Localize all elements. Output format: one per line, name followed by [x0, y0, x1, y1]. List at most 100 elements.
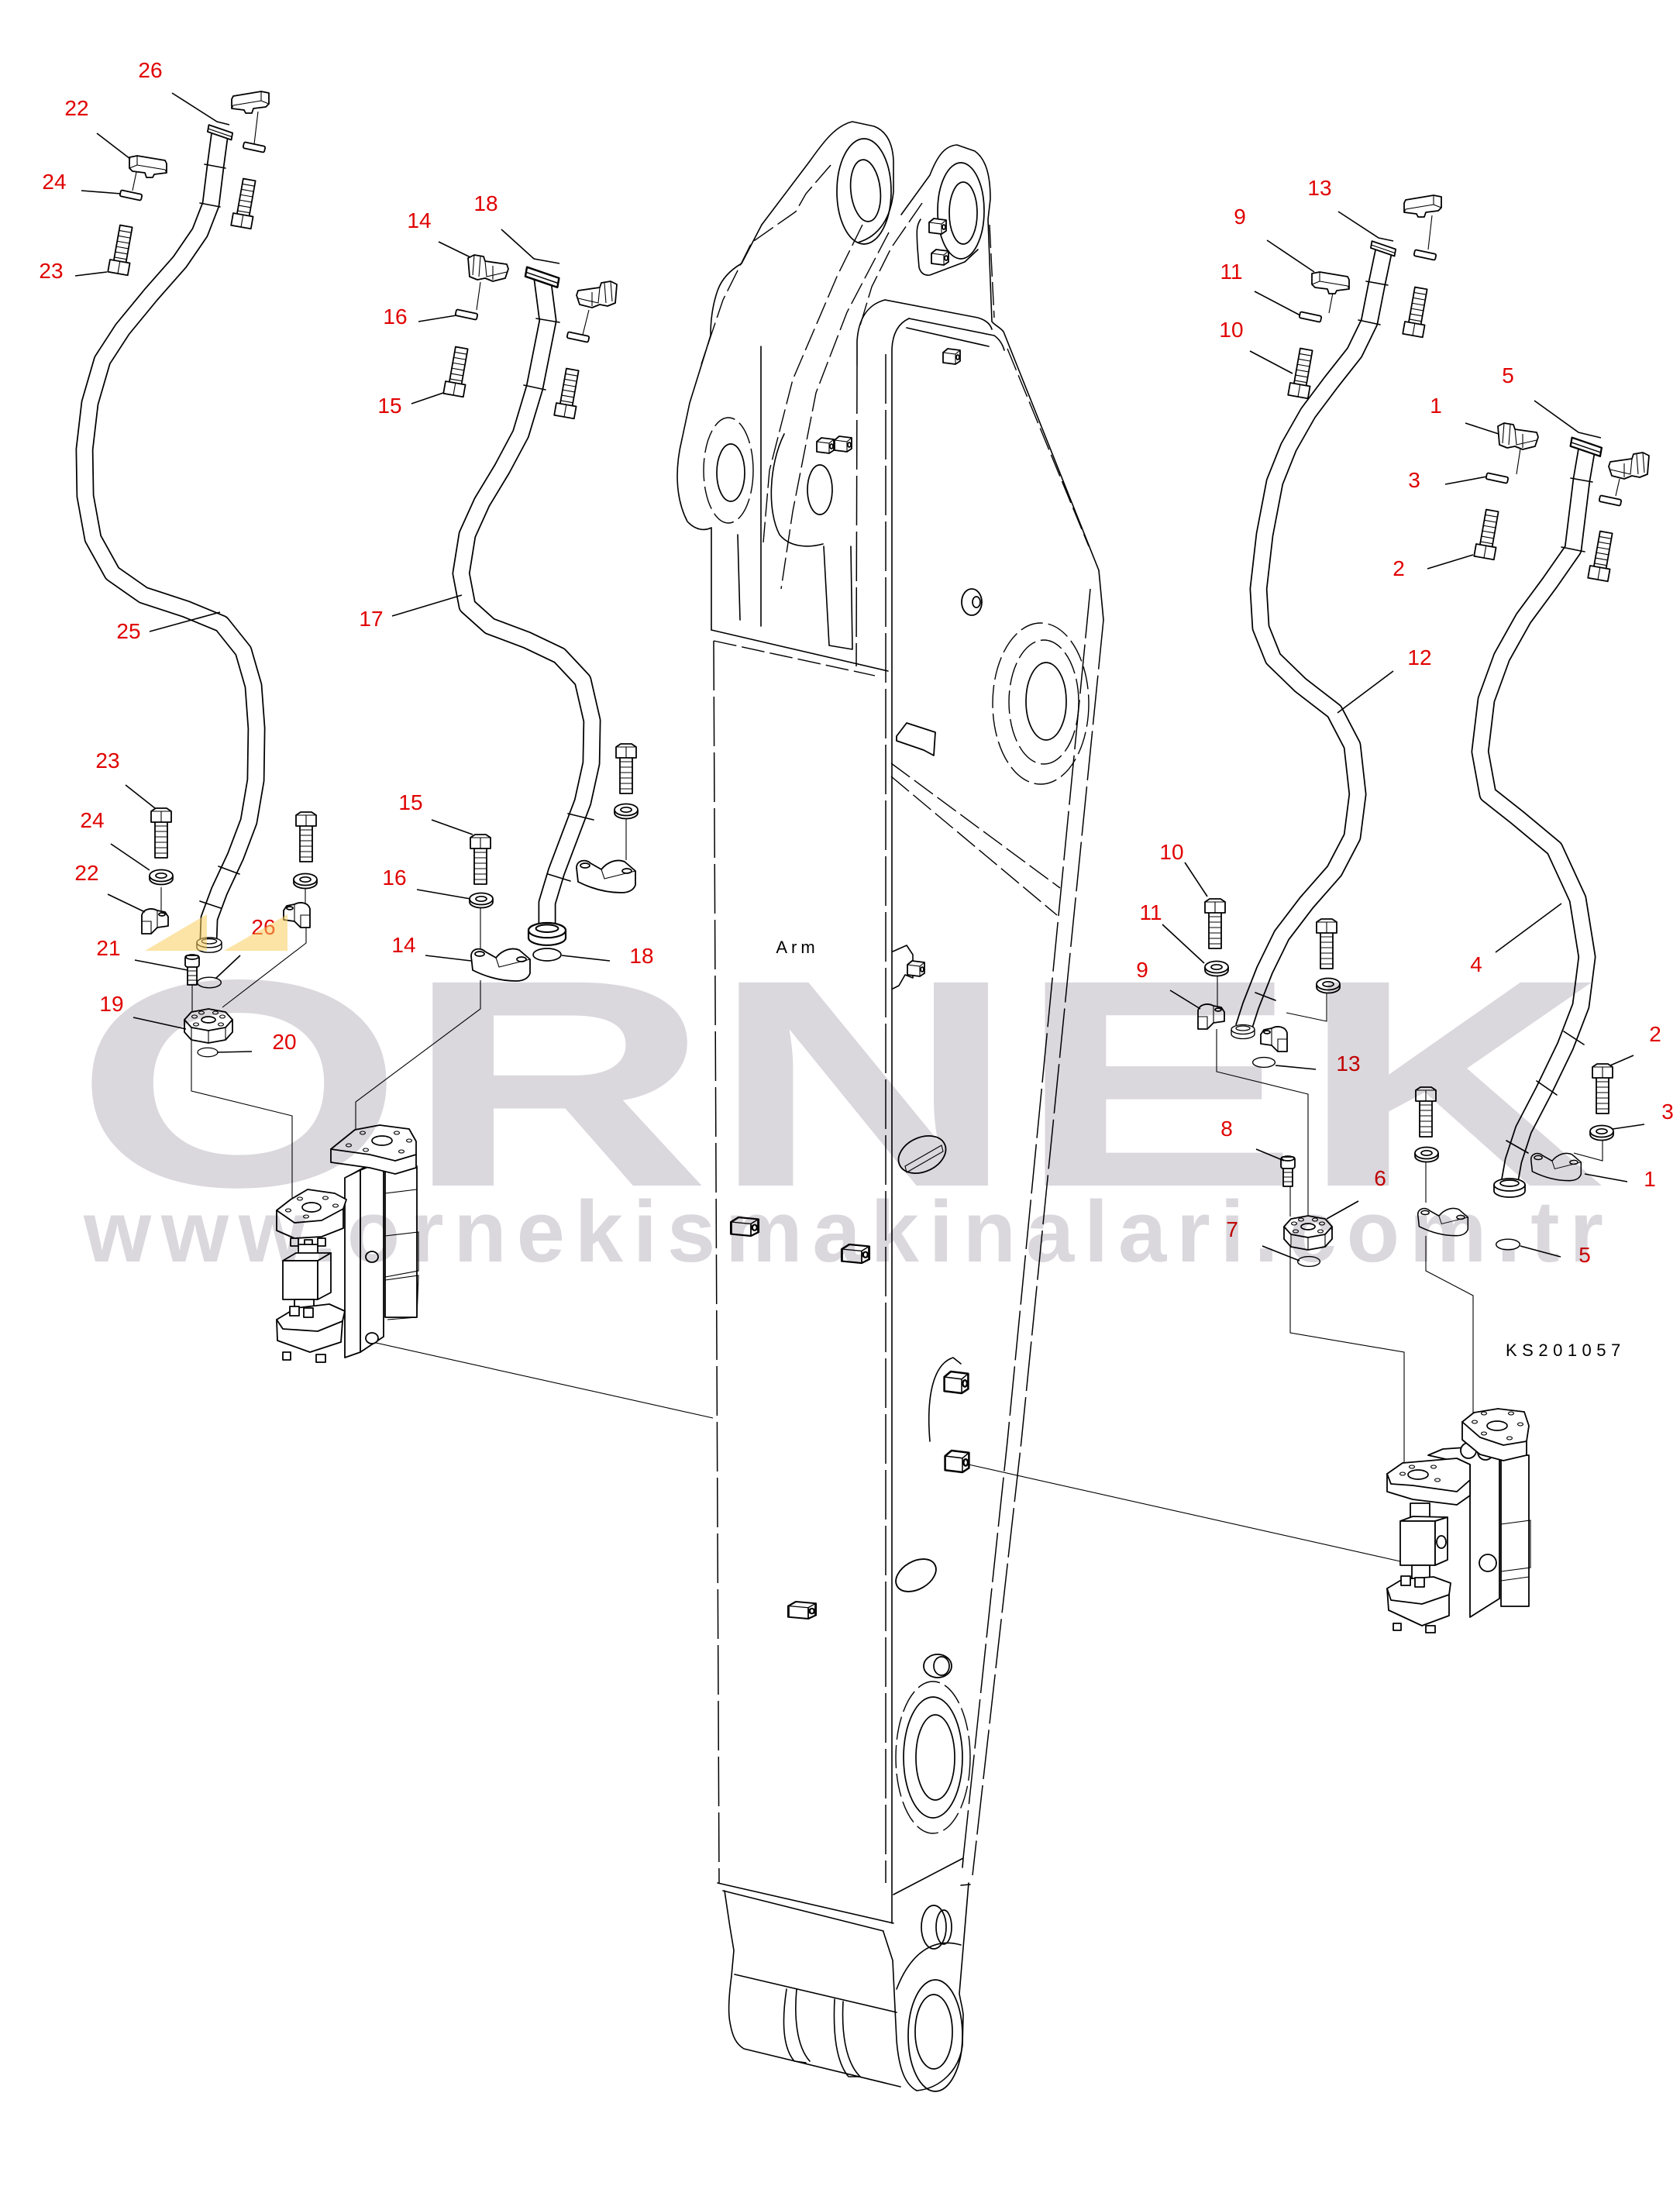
pin-boss [921, 1905, 947, 1950]
callout-9[interactable]: 9 [1234, 205, 1246, 229]
split-flange-icon [470, 948, 531, 982]
callout-26[interactable]: 26 [138, 58, 163, 82]
callout-4[interactable]: 4 [1470, 952, 1482, 976]
hose-17 [452, 277, 601, 928]
callout-18[interactable]: 18 [473, 191, 498, 215]
arm-fork-edge [734, 1974, 897, 2013]
callout-9[interactable]: 9 [1136, 958, 1148, 982]
callout-24[interactable]: 24 [42, 170, 67, 194]
callout-16[interactable]: 16 [382, 866, 407, 890]
arm-edge [761, 121, 894, 243]
leader-line [438, 241, 471, 258]
callout-11[interactable]: 11 [1220, 260, 1243, 284]
assembly-line [1328, 215, 1433, 314]
callout-13[interactable]: 13 [1336, 1052, 1361, 1076]
callout-15[interactable]: 15 [398, 790, 423, 814]
split-flange-icon [467, 254, 509, 282]
mount-block-icon [787, 1600, 818, 1620]
bolt-icon [1204, 898, 1226, 949]
leader-line [501, 229, 560, 264]
callout-2[interactable]: 2 [1393, 556, 1405, 580]
callout-6[interactable]: 6 [1374, 1166, 1386, 1190]
mount-block-icon [840, 1243, 871, 1265]
washer-icon [149, 869, 174, 886]
assembly-line [1216, 973, 1309, 1215]
assembly-line [365, 1340, 714, 1419]
callout-1[interactable]: 1 [1430, 394, 1442, 418]
leader-line [81, 190, 122, 194]
arm-edge [737, 346, 853, 650]
plate-icon [454, 308, 479, 321]
leader-line [1609, 1055, 1634, 1066]
cover-plate-icon [895, 1558, 937, 1592]
assembly-line [968, 1464, 1401, 1562]
assembly-line [1286, 990, 1327, 1022]
callout-5[interactable]: 5 [1502, 363, 1514, 387]
plate-icon [1413, 249, 1437, 261]
split-flange-icon [129, 155, 167, 178]
bolt-icon [230, 177, 260, 230]
callout-8[interactable]: 8 [1220, 1117, 1233, 1141]
callout-13[interactable]: 13 [1307, 176, 1332, 200]
leader-line [1254, 291, 1301, 316]
assembly-line [1289, 1186, 1405, 1470]
leader-line [561, 955, 611, 962]
callout-22[interactable]: 22 [64, 96, 89, 120]
callout-21[interactable]: 21 [96, 936, 121, 960]
callout-19[interactable]: 19 [99, 992, 124, 1016]
callout-14[interactable]: 14 [407, 208, 432, 232]
assembly-line [1425, 1160, 1474, 1414]
leader-line [418, 315, 457, 322]
callout-23[interactable]: 23 [95, 749, 120, 773]
callout-26[interactable]: 26 [251, 915, 276, 939]
bolt-icon [442, 345, 473, 398]
callout-1[interactable]: 1 [1644, 1167, 1656, 1191]
callout-20[interactable]: 20 [272, 1030, 297, 1054]
callout-25[interactable]: 25 [116, 619, 141, 643]
callout-14[interactable]: 14 [391, 933, 416, 957]
callout-10[interactable]: 10 [1219, 318, 1244, 342]
callout-22[interactable]: 22 [74, 861, 99, 885]
o-ring-icon [1495, 1238, 1521, 1251]
callout-18[interactable]: 18 [629, 944, 654, 968]
leader-line [96, 133, 131, 160]
callout-2[interactable]: 2 [1649, 1022, 1661, 1046]
callout-3[interactable]: 3 [1408, 468, 1420, 492]
mount-block-icon [729, 1216, 760, 1237]
arm-edge [989, 224, 1090, 547]
callout-24[interactable]: 24 [80, 808, 105, 832]
callout-7[interactable]: 7 [1226, 1217, 1238, 1241]
arm-fork-edge [783, 1988, 861, 2077]
bolt-icon [1592, 1063, 1613, 1114]
split-flange-icon [1260, 1026, 1288, 1052]
callout-17[interactable]: 17 [359, 607, 384, 631]
split-flange-icon [1530, 1152, 1582, 1182]
plate-icon [1598, 494, 1623, 507]
arm-edge [770, 433, 824, 547]
split-flange-icon [1417, 1207, 1469, 1237]
arm-edge [711, 629, 889, 672]
bolt-icon [553, 367, 584, 420]
callout-16[interactable]: 16 [383, 305, 408, 329]
washer-icon [614, 803, 639, 820]
arm-bottom-edge [717, 1882, 894, 1932]
callout-12[interactable]: 12 [1407, 645, 1432, 669]
bolt-icon [295, 811, 317, 862]
callout-3[interactable]: 3 [1661, 1100, 1674, 1124]
arm-edge [780, 232, 890, 590]
callout-15[interactable]: 15 [377, 394, 402, 418]
callout-5[interactable]: 5 [1578, 1243, 1591, 1267]
boss-ring [992, 622, 1090, 785]
leader-line [1184, 862, 1208, 897]
split-flange-icon [141, 908, 169, 935]
callout-11[interactable]: 11 [1139, 900, 1162, 924]
hose-25 [75, 130, 266, 941]
callout-23[interactable]: 23 [39, 259, 64, 283]
arm-edge [855, 363, 858, 667]
bolt-icon [1415, 1086, 1437, 1138]
leader-line [1162, 924, 1205, 964]
washer-icon [1414, 1146, 1439, 1163]
callout-10[interactable]: 10 [1159, 840, 1184, 864]
leader-line [1326, 1200, 1359, 1220]
arm-edge [859, 202, 923, 326]
